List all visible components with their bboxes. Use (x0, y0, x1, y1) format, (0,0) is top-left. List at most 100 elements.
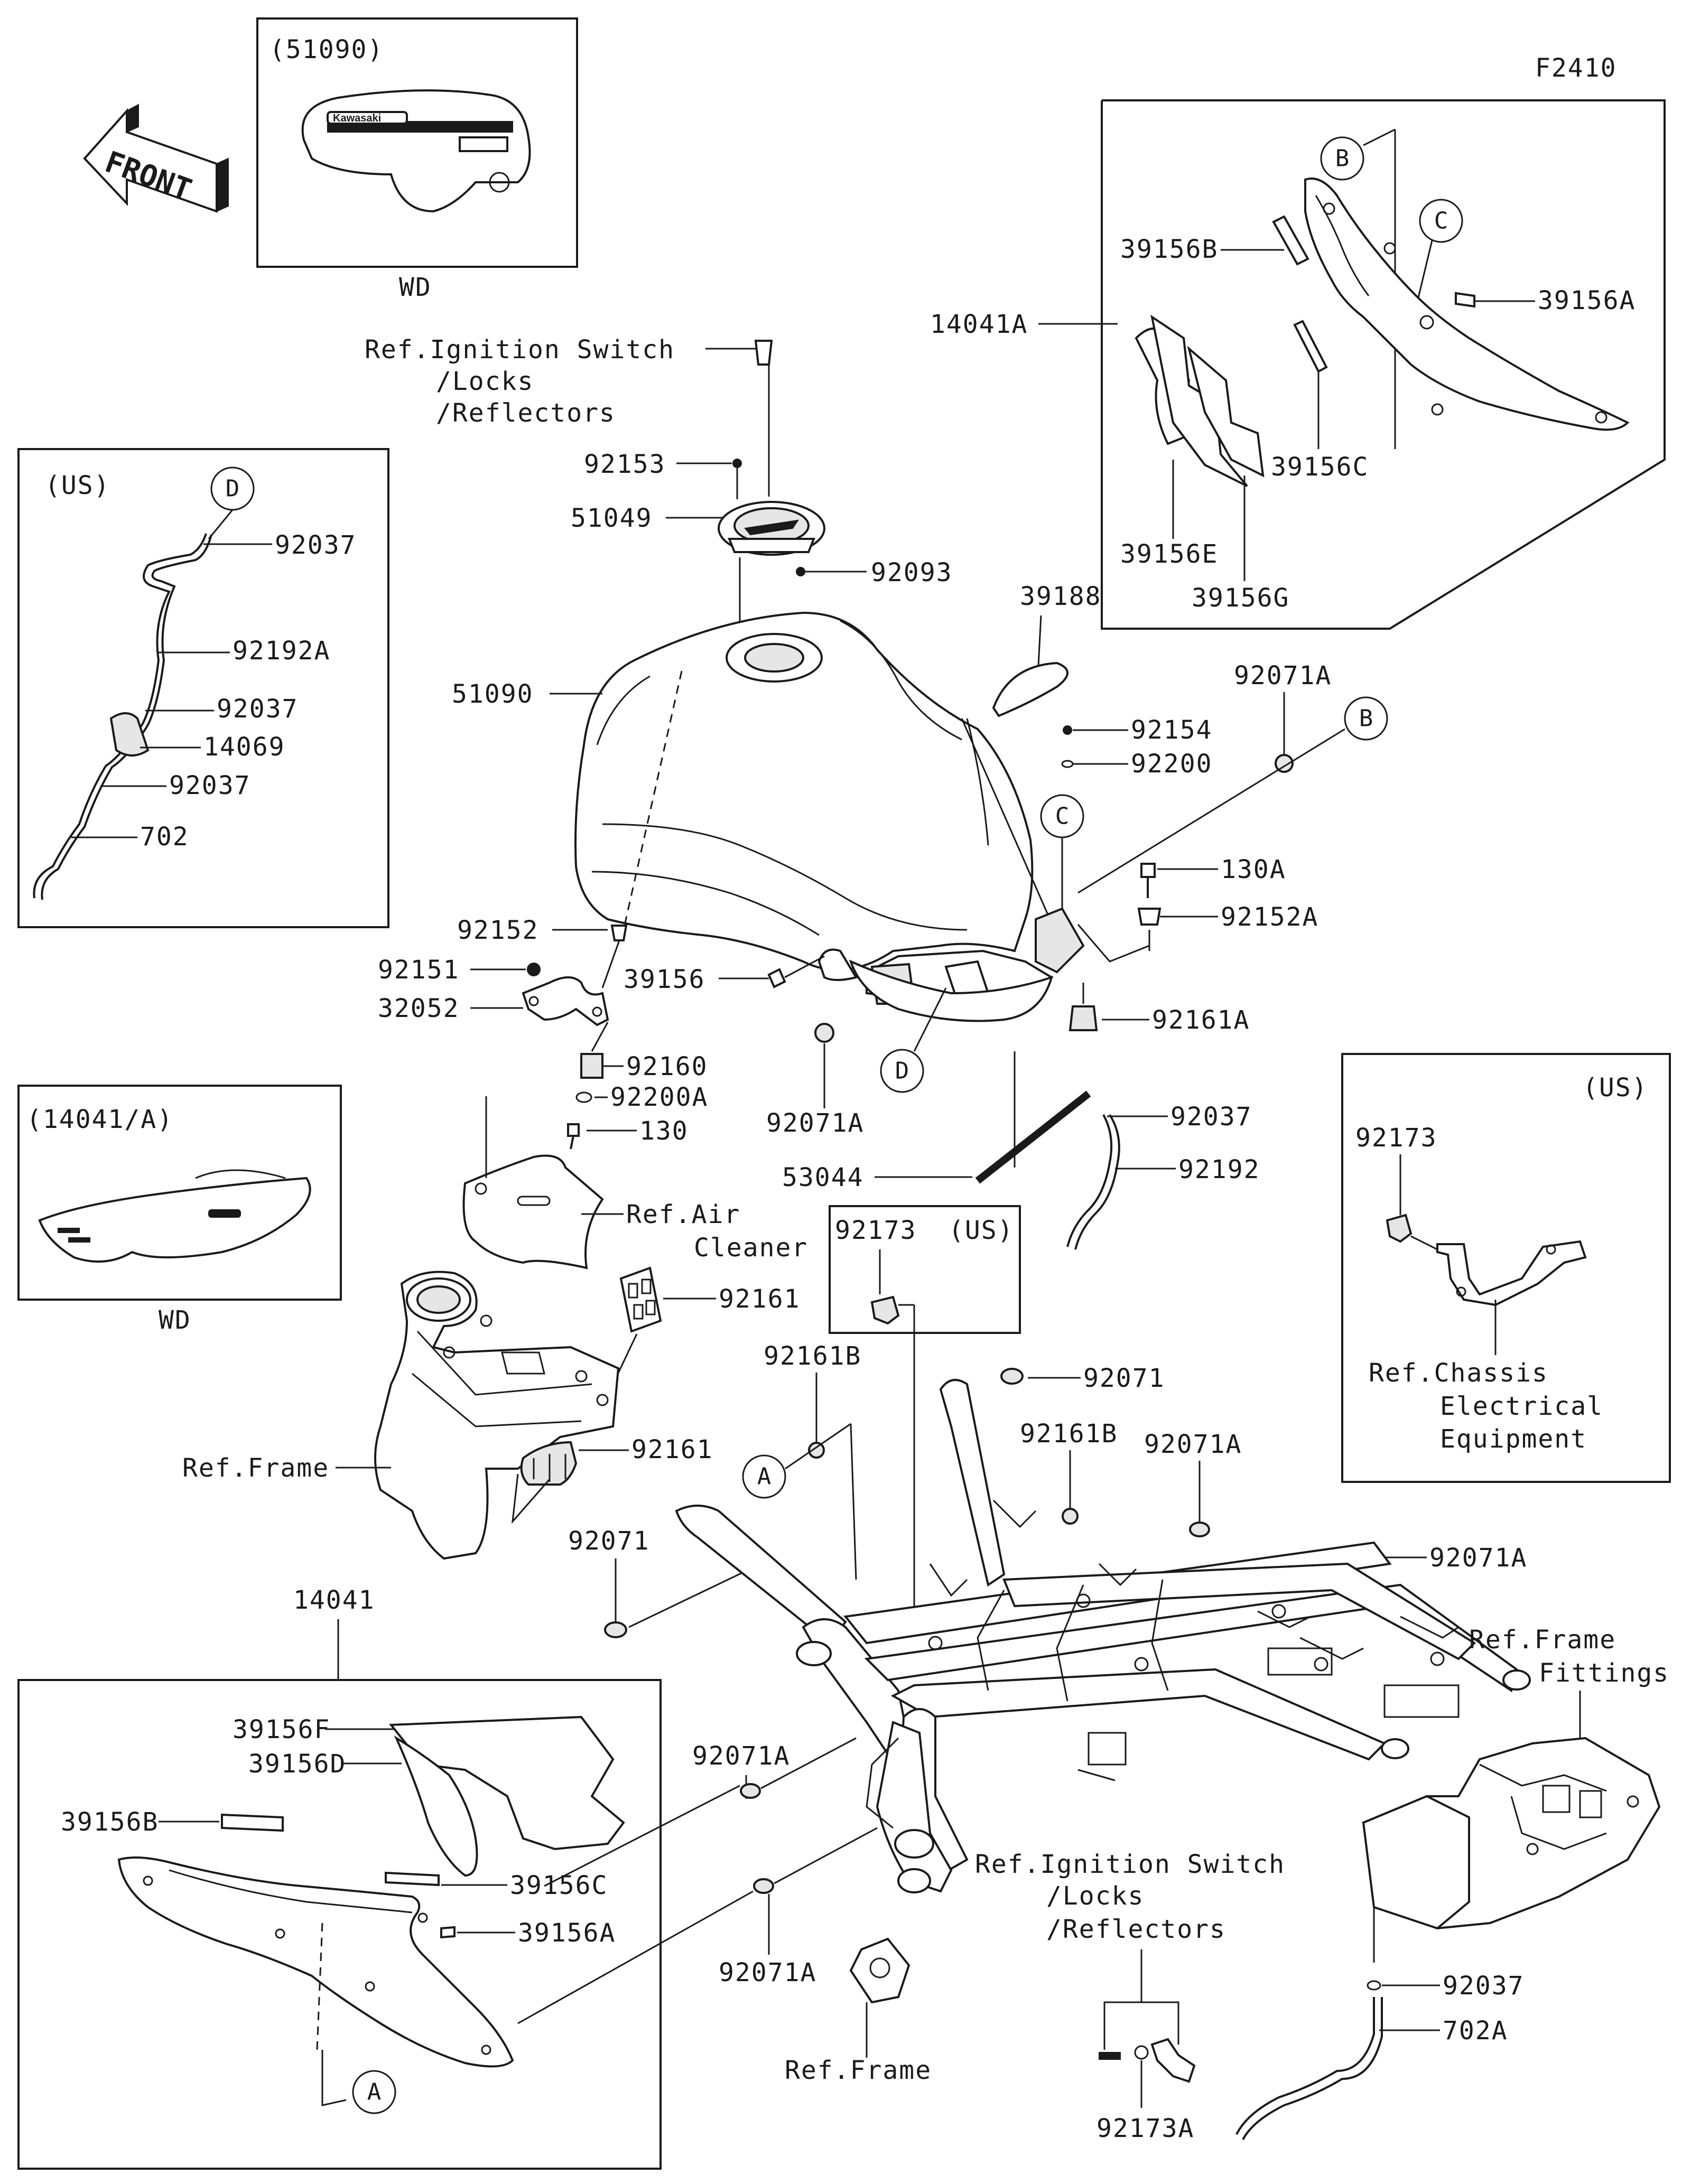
label-39156: 39156 (624, 965, 705, 994)
label-14069: 14069 (203, 732, 285, 762)
ref-chassis-line2: Electrical (1440, 1392, 1603, 1421)
label-92192: 92192 (1178, 1155, 1260, 1184)
label-92071a-low2: 92071A (719, 1958, 816, 1987)
circle-ref-a-mid: A (757, 1463, 772, 1490)
label-92161a: 92161A (1152, 1005, 1250, 1035)
front-frame-section: Ref.Air Cleaner 92173 (US) 92161 Ref.Fra… (182, 1096, 1021, 1611)
label-92037-us-low: 92037 (169, 771, 251, 800)
ref-frame-fittings-line1: Ref.Frame (1469, 1625, 1616, 1655)
us-bracket-title: (US) (1583, 1073, 1648, 1103)
circle-ref-d-mid: D (895, 1058, 909, 1085)
label-39156c-low: 39156C (510, 1871, 608, 1900)
fuel-tank-assembly: Ref.Ignition Switch /Locks /Reflectors 9… (365, 335, 1388, 1250)
label-92173-us: 92173 (1355, 1123, 1437, 1153)
label-92071a-right: 92071A (1144, 1430, 1242, 1459)
circle-ref-a-low: A (367, 2079, 382, 2106)
kawasaki-logo (327, 111, 408, 125)
label-92151: 92151 (378, 955, 460, 985)
label-92071-right: 92071 (1083, 1364, 1165, 1393)
ref-chassis-line3: Equipment (1440, 1424, 1587, 1454)
label-92037-mid: 92037 (1170, 1102, 1252, 1132)
label-92152: 92152 (457, 916, 539, 945)
label-92037-low: 92037 (1443, 1971, 1525, 2001)
frame-fittings: Ref.Frame Fittings 92037 702A (1235, 1625, 1669, 2140)
side-cover-variant-caption: WD (159, 1305, 191, 1335)
label-39156a-top: 39156A (1538, 286, 1636, 315)
ref-ignition-low-line1: Ref.Ignition Switch (975, 1850, 1285, 1879)
ref-air-cleaner-line2: Cleaner (694, 1233, 808, 1263)
label-92093: 92093 (871, 558, 953, 587)
label-39188: 39188 (1020, 582, 1102, 611)
main-frame: 92161B A 92071 92161B 92071A 92071A 9207… (568, 1341, 1531, 2085)
side-cover-box: 14041 39156F 39156D 39156B 39156C 39156A… (17, 1585, 878, 2170)
label-92161-upper: 92161 (719, 1284, 801, 1314)
label-53044: 53044 (782, 1163, 864, 1192)
label-14041a: 14041A (930, 310, 1028, 339)
ignition-switch-lower: Ref.Ignition Switch /Locks /Reflectors 9… (975, 1850, 1285, 2143)
tank-variant-title: (51090) (270, 35, 384, 64)
ref-ignition-low-line3: /Reflectors (1046, 1915, 1226, 1944)
label-39156a-low: 39156A (518, 1918, 616, 1948)
ref-frame-left: Ref.Frame (182, 1453, 329, 1483)
side-cover-detail-box: B C 14041A 39156B 39156A 39156C 39156E 3… (930, 99, 1666, 630)
label-92173a: 92173A (1097, 2114, 1194, 2143)
label-92200a: 92200A (610, 1082, 708, 1112)
ref-air-cleaner-line1: Ref.Air (626, 1200, 740, 1229)
ref-frame-bottom: Ref.Frame (785, 2056, 932, 2085)
circle-ref-b-mid: B (1359, 705, 1373, 732)
label-92152a: 92152A (1221, 902, 1318, 932)
label-92161b-right: 92161B (1020, 1419, 1118, 1449)
label-51090: 51090 (452, 679, 534, 709)
us-hose-box: (US) D 92037 92192A 92037 14069 92037 70… (17, 448, 389, 928)
label-702: 702 (140, 822, 189, 852)
label-92071a-far: 92071A (1429, 1543, 1527, 1573)
label-39156c-top: 39156C (1271, 452, 1369, 482)
figure-code: F2410 (1535, 53, 1617, 83)
side-cover-variant-title: (14041/A) (26, 1105, 173, 1134)
label-92154: 92154 (1131, 715, 1213, 745)
label-92160: 92160 (626, 1052, 708, 1081)
front-arrow-icon: FRONT (83, 104, 229, 213)
label-92071a-top: 92071A (1234, 661, 1332, 690)
circle-ref-b-top: B (1335, 145, 1350, 172)
label-92037-us-mid: 92037 (217, 694, 299, 724)
circle-ref-c-top: C (1434, 208, 1448, 235)
tank-variant-box: (51090) Kawasaki WD (256, 17, 578, 302)
ref-frame-fittings-line2: Fittings (1539, 1658, 1669, 1688)
label-92173-clip: 92173 (835, 1216, 917, 1245)
label-702a: 702A (1443, 2016, 1508, 2046)
label-92161b-left: 92161B (764, 1341, 861, 1371)
ref-ignition-top-line1: Ref.Ignition Switch (365, 335, 675, 365)
label-130a: 130A (1221, 855, 1286, 884)
label-39156d: 39156D (248, 1749, 346, 1779)
label-92037-us-top: 92037 (275, 530, 357, 560)
label-32052: 32052 (378, 994, 460, 1023)
ref-chassis-line1: Ref.Chassis (1369, 1358, 1548, 1388)
us-bracket-box: (US) 92173 Ref.Chassis Electrical Equipm… (1341, 1053, 1671, 1483)
circle-ref-d: D (226, 475, 240, 502)
label-39156g: 39156G (1192, 583, 1289, 613)
label-92071a-mid: 92071A (766, 1108, 864, 1138)
tank-variant-caption: WD (399, 273, 432, 302)
label-92200: 92200 (1131, 749, 1213, 779)
us-clip-title: (US) (949, 1216, 1014, 1245)
ref-ignition-top-line2: /Locks (436, 367, 534, 396)
label-92071a-low1: 92071A (692, 1741, 790, 1771)
label-130: 130 (639, 1116, 689, 1146)
label-92161-lower: 92161 (631, 1435, 713, 1464)
label-39156b-low: 39156B (61, 1807, 159, 1837)
ref-ignition-low-line2: /Locks (1046, 1881, 1144, 1911)
label-92192a: 92192A (233, 636, 330, 666)
side-cover-variant-box: (14041/A) WD (17, 1085, 342, 1335)
us-hose-title: (US) (45, 471, 110, 500)
kawasaki-logo-text: Kawasaki (333, 113, 381, 124)
label-39156e: 39156E (1120, 539, 1218, 569)
circle-ref-c-mid: C (1055, 803, 1070, 830)
label-14041: 14041 (293, 1585, 375, 1615)
label-51049: 51049 (571, 503, 653, 533)
label-92071-left: 92071 (568, 1526, 650, 1556)
label-39156b-top: 39156B (1120, 235, 1218, 264)
ref-ignition-top-line3: /Reflectors (436, 398, 616, 428)
label-39156f: 39156F (233, 1715, 330, 1744)
